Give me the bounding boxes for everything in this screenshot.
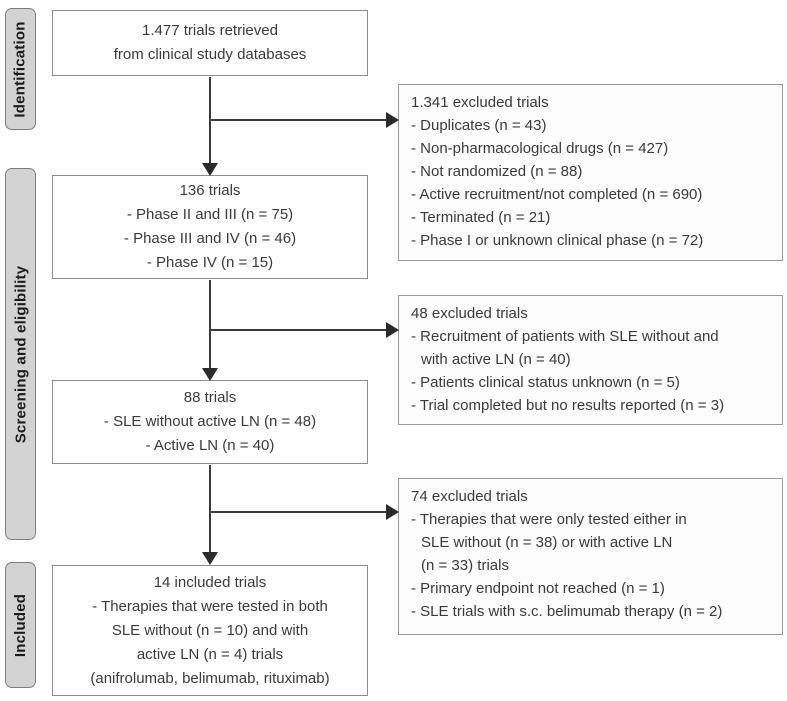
flow-box-136-trials-item3: - Phase IV (n = 15) <box>146 254 274 271</box>
exclusion-box-74-item2: - Primary endpoint not reached (n = 1) <box>411 580 665 597</box>
flow-box-136-trials-item1: - Phase II and III (n = 75) <box>126 206 294 223</box>
flow-box-14-included-trials: 14 included trials - Therapies that were… <box>52 565 368 696</box>
connector-line-vertical-2 <box>209 280 211 368</box>
exclusion-box-74-item1-line2: SLE without (n = 38) or with active LN <box>421 534 673 551</box>
stage-label-identification-text: Identification <box>12 20 30 118</box>
exclusion-box-48-item2: - Patients clinical status unknown (n = … <box>411 374 680 391</box>
stage-label-screening-eligibility: Screening and eligibility <box>5 168 36 540</box>
stage-label-included-text: Included <box>12 593 29 657</box>
arrow-down-icon-1 <box>202 163 218 176</box>
exclusion-box-1341: 1.341 excluded trials - Duplicates (n = … <box>398 84 783 261</box>
flow-box-88-trials-title: 88 trials <box>183 389 237 406</box>
exclusion-box-1341-item6: - Phase I or unknown clinical phase (n =… <box>411 232 704 249</box>
stage-label-screening-eligibility-text: Screening and eligibility <box>12 265 30 443</box>
flow-box-trials-retrieved-line1: 1.477 trials retrieved <box>142 22 278 39</box>
exclusion-box-1341-item2: - Non-pharmacological drugs (n = 427) <box>411 140 669 157</box>
flow-box-88-trials-item2: - Active LN (n = 40) <box>145 437 275 454</box>
arrow-right-icon-1 <box>386 112 399 128</box>
flow-box-trials-retrieved-line2: from clinical study databases <box>113 46 307 63</box>
exclusion-box-74-title: 74 excluded trials <box>411 488 528 505</box>
arrow-down-icon-3 <box>202 552 218 565</box>
exclusion-box-1341-title: 1.341 excluded trials <box>411 94 549 111</box>
exclusion-box-74: 74 excluded trials - Therapies that were… <box>398 478 783 635</box>
exclusion-box-1341-item3: - Not randomized (n = 88) <box>411 163 583 180</box>
exclusion-box-48-item3: - Trial completed but no results reporte… <box>411 397 725 414</box>
connector-line-branch-2 <box>209 329 386 331</box>
arrow-right-icon-3 <box>386 504 399 520</box>
exclusion-box-74-item1-line1: - Therapies that were only tested either… <box>411 511 687 528</box>
flow-box-14-included-trials-line1: - Therapies that were tested in both <box>92 597 328 615</box>
flow-box-88-trials-item1: - SLE without active LN (n = 48) <box>103 413 317 430</box>
flow-box-14-included-trials-line3: active LN (n = 4) trials <box>136 645 284 663</box>
exclusion-box-48-title: 48 excluded trials <box>411 305 528 322</box>
flow-box-14-included-trials-line2: SLE without (n = 10) and with <box>111 621 309 639</box>
exclusion-box-48-item1-line1: - Recruitment of patients with SLE witho… <box>411 328 719 345</box>
connector-line-branch-3 <box>209 511 386 513</box>
exclusion-box-74-item3: - SLE trials with s.c. belimumab therapy… <box>411 603 723 620</box>
flow-box-136-trials: 136 trials - Phase II and III (n = 75) -… <box>52 175 368 279</box>
arrow-down-icon-2 <box>202 368 218 381</box>
flow-box-14-included-trials-line4: (anifrolumab, belimumab, rituximab) <box>90 669 330 687</box>
flow-box-trials-retrieved: 1.477 trials retrieved from clinical stu… <box>52 10 368 76</box>
connector-line-branch-1 <box>209 119 386 121</box>
connector-line-vertical-3 <box>209 465 211 552</box>
stage-label-identification: Identification <box>5 8 36 130</box>
exclusion-box-1341-item4: - Active recruitment/not completed (n = … <box>411 186 703 203</box>
flow-box-88-trials: 88 trials - SLE without active LN (n = 4… <box>52 380 368 464</box>
exclusion-box-74-item1-line3: (n = 33) trials <box>421 557 509 574</box>
exclusion-box-1341-item5: - Terminated (n = 21) <box>411 209 551 226</box>
exclusion-box-1341-item1: - Duplicates (n = 43) <box>411 117 547 134</box>
stage-label-included: Included <box>5 562 36 688</box>
flow-box-14-included-trials-title: 14 included trials <box>153 573 267 591</box>
exclusion-box-48: 48 excluded trials - Recruitment of pati… <box>398 295 783 425</box>
flow-box-136-trials-title: 136 trials <box>179 182 241 199</box>
exclusion-box-48-item1-line2: with active LN (n = 40) <box>421 351 571 368</box>
arrow-right-icon-2 <box>386 322 399 338</box>
flow-box-136-trials-item2: - Phase III and IV (n = 46) <box>123 230 297 247</box>
